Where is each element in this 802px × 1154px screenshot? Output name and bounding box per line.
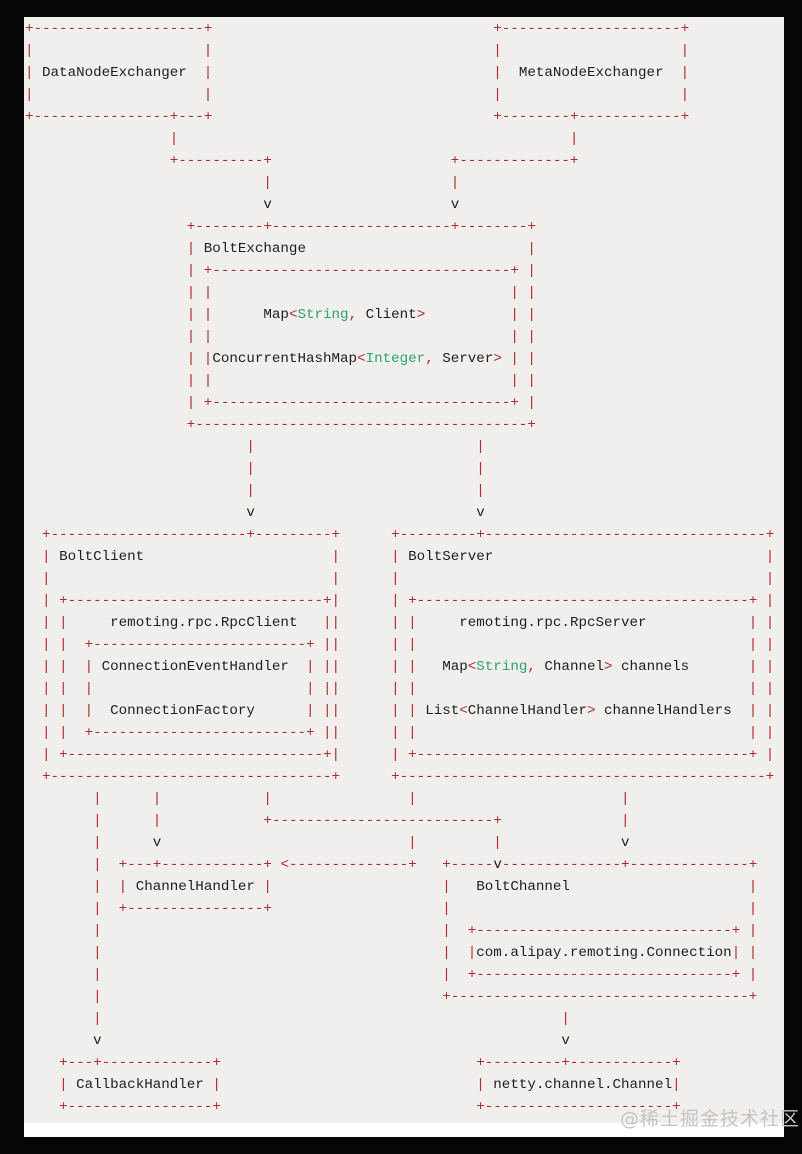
diagram-line: | | | | [25, 43, 690, 59]
diagram-line: | | | | | [93, 791, 630, 807]
diagram-line: | | +-------------------------+ || | | |… [25, 725, 775, 741]
diagram-line: | | | | [25, 87, 690, 103]
diagram-line: | +----------------+ | | [93, 901, 758, 917]
diagram-line: | +-----------------------------------+ [93, 989, 758, 1005]
diagram-line: | |ConcurrentHashMap<Integer, Server> | … [186, 351, 536, 367]
diagram-line: v v [263, 197, 460, 213]
diagram-line: +---------------------------------+ +---… [25, 769, 775, 785]
diagram-panel [24, 17, 784, 1123]
bottom-strip [24, 1123, 784, 1137]
diagram-line: | v | | v [93, 835, 630, 851]
diagram-line: | | remoting.rpc.RpcClient || | | remoti… [25, 615, 775, 631]
diagram-line: | +------------------------------+| | +-… [25, 747, 775, 763]
diagram-line: | +---+------------+ <--------------+ +-… [93, 857, 758, 873]
diagram-line: | | +-------------------------+ || | | |… [25, 637, 775, 653]
diagram-line: | | +------------------------------+ | [93, 967, 758, 983]
diagram-line: | | +--------------------------+ | [93, 813, 630, 829]
diagram-line: +---+-------------+ +---------+---------… [59, 1055, 681, 1071]
diagram-line: | BoltClient | | BoltServer | [25, 549, 775, 565]
diagram-line: | | | | [186, 285, 536, 301]
diagram-line: v v [246, 505, 485, 521]
diagram-line: | | | | || | | | | [25, 681, 775, 697]
watermark: @稀土掘金技术社区 [620, 1108, 801, 1130]
ascii-diagram: +--------------------+ +----------------… [25, 18, 774, 1118]
diagram-line: | | [263, 175, 460, 191]
diagram-line: | DataNodeExchanger | | MetaNodeExchange… [25, 65, 690, 81]
diagram-line: +--------------------+ +----------------… [25, 21, 690, 37]
diagram-line: | | [246, 461, 485, 477]
diagram-line: | | +------------------------------+ | [93, 923, 758, 939]
diagram-line: | | |com.alipay.remoting.Connection| | [93, 945, 758, 961]
diagram-line: | | | | [186, 329, 536, 345]
diagram-line: | | [246, 439, 485, 455]
diagram-line: +-----------------------+---------+ +---… [42, 527, 775, 543]
diagram-line: | | [246, 483, 485, 499]
diagram-line: | | | ConnectionEventHandler | || | | Ma… [25, 659, 775, 675]
diagram-line: v v [93, 1033, 570, 1049]
diagram-line: | +-----------------------------------+ … [186, 263, 536, 279]
diagram-line: | CallbackHandler | | netty.channel.Chan… [59, 1077, 681, 1093]
diagram-line: +-----------------+ +-------------------… [59, 1099, 681, 1115]
diagram-line: | | | | [25, 571, 775, 587]
diagram-line: | | ChannelHandler | | BoltChannel | [93, 879, 758, 895]
diagram-line: | | Map<String, Client> | | [186, 307, 536, 323]
diagram-line: | | | ConnectionFactory | || | | List<Ch… [25, 703, 775, 719]
diagram-line: | | [93, 1011, 570, 1027]
diagram-line: | +------------------------------+| | +-… [25, 593, 775, 609]
diagram-line: +----------------+---+ +--------+-------… [25, 109, 690, 125]
diagram-line: | BoltExchange | [186, 241, 536, 257]
diagram-line: +----------+ +-------------+ [169, 153, 579, 169]
diagram-line: | | [169, 131, 579, 147]
diagram-line: | +-----------------------------------+ … [186, 395, 536, 411]
diagram-line: +--------+---------------------+--------… [186, 219, 536, 235]
diagram-line: +---------------------------------------… [186, 417, 536, 433]
diagram-line: | | | | [186, 373, 536, 389]
